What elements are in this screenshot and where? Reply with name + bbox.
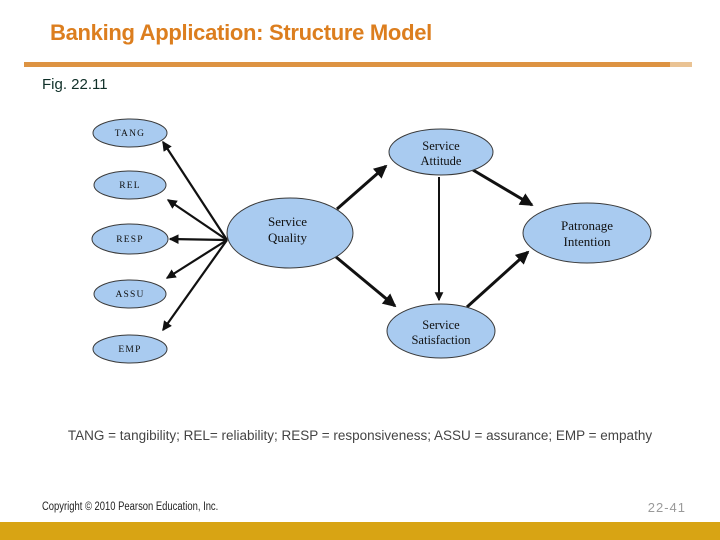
node-resp: RESP <box>91 223 169 255</box>
page-number: 22-41 <box>647 500 686 515</box>
emp-label: EMP <box>118 345 141 355</box>
service-quality-ellipse <box>226 197 354 269</box>
arrow-service-quality-to-emp <box>162 239 228 332</box>
figure-number-label: Fig. 22.11 <box>42 76 108 93</box>
service-attitude-label-line1: Service <box>422 139 460 153</box>
node-service-satisfaction: Service Satisfaction <box>386 303 496 359</box>
service-quality-label-line1: Service <box>268 214 307 229</box>
service-attitude-ellipse <box>388 128 494 176</box>
arrow-group <box>162 140 534 332</box>
service-satisfaction-ellipse <box>386 303 496 359</box>
arrow-service-quality-to-service-satisfaction <box>335 255 397 308</box>
node-service-quality: Service Quality <box>226 197 354 269</box>
rel-label: REL <box>119 181 141 191</box>
slide-title: Banking Application: Structure Model <box>50 20 432 45</box>
service-satisfaction-label-line1: Service <box>422 318 460 332</box>
node-tang: TANG <box>92 118 168 148</box>
resp-label: RESP <box>116 235 144 245</box>
arrow-service-quality-to-tang <box>162 140 228 241</box>
service-attitude-label-line2: Attitude <box>421 154 462 168</box>
tang-ellipse <box>92 118 168 148</box>
assu-label: ASSU <box>115 290 144 300</box>
copyright-text: Copyright © 2010 Pearson Education, Inc. <box>42 501 219 513</box>
tang-label: TANG <box>115 129 145 139</box>
bottom-gold-bar <box>0 522 720 540</box>
assu-ellipse <box>93 279 167 309</box>
abbreviation-caption: TANG = tangibility; REL= reliability; RE… <box>67 428 653 443</box>
arrow-service-quality-to-service-attitude <box>336 164 388 211</box>
arrow-service-quality-to-rel <box>166 199 228 241</box>
rel-ellipse <box>93 170 167 200</box>
title-underline-rule <box>24 62 692 67</box>
node-patronage-intention: Patronage Intention <box>522 202 652 264</box>
service-quality-label-line2: Quality <box>268 230 307 245</box>
node-assu: ASSU <box>93 279 167 309</box>
emp-ellipse <box>92 334 168 364</box>
node-service-attitude: Service Attitude <box>388 128 494 176</box>
node-emp: EMP <box>92 334 168 364</box>
arrow-service-quality-to-resp <box>168 234 228 244</box>
arrow-service-satisfaction-to-patronage-intention <box>465 250 530 309</box>
node-rel: REL <box>93 170 167 200</box>
arrow-service-quality-to-assu <box>165 239 228 279</box>
patronage-intention-label-line1: Patronage <box>561 218 613 233</box>
service-satisfaction-label-line2: Satisfaction <box>411 333 471 347</box>
arrow-service-attitude-to-patronage-intention <box>472 168 534 207</box>
patronage-intention-label-line2: Intention <box>564 234 611 249</box>
resp-ellipse <box>91 223 169 255</box>
patronage-intention-ellipse <box>522 202 652 264</box>
